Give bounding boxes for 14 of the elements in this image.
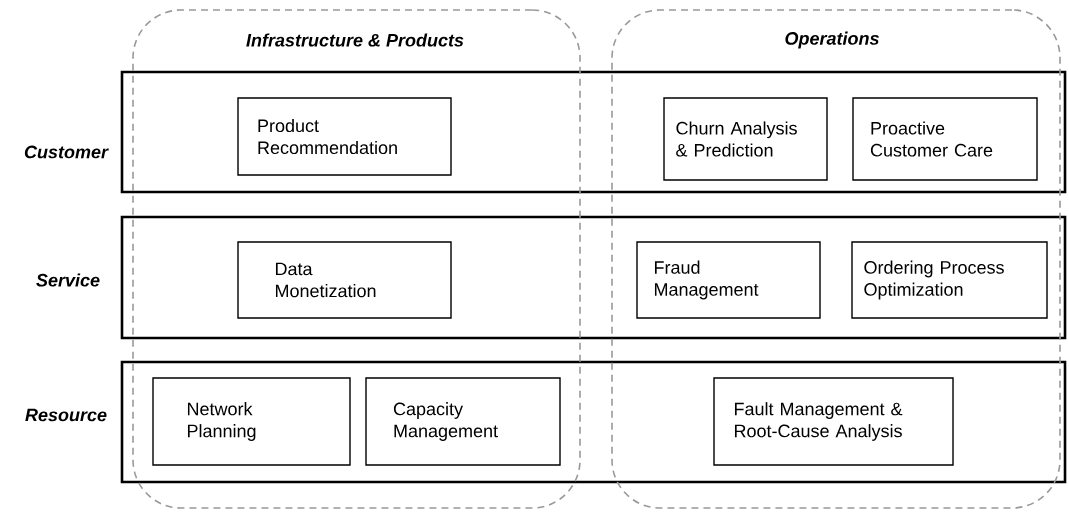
row-label: Resource	[25, 408, 107, 422]
use-case-box: Product Recommendation	[237, 97, 452, 176]
column-heading: Infrastructure & Products	[246, 33, 464, 47]
use-case-box: Churn Analysis & Prediction	[663, 97, 828, 181]
use-case-box: Ordering Process Optimization	[851, 241, 1048, 319]
use-case-box: Proactive Customer Care	[852, 97, 1038, 181]
row-label: Service	[36, 273, 100, 287]
row-label: Customer	[24, 145, 109, 159]
use-case-box: Fault Management & Root-Cause Analysis	[713, 377, 954, 466]
use-case-box: Fraud Management	[636, 241, 821, 319]
column-heading: Operations	[785, 31, 879, 49]
use-case-box: Data Monetization	[237, 241, 452, 319]
use-case-box: Capacity Management	[365, 377, 561, 466]
use-case-box: Network Planning	[152, 377, 351, 466]
